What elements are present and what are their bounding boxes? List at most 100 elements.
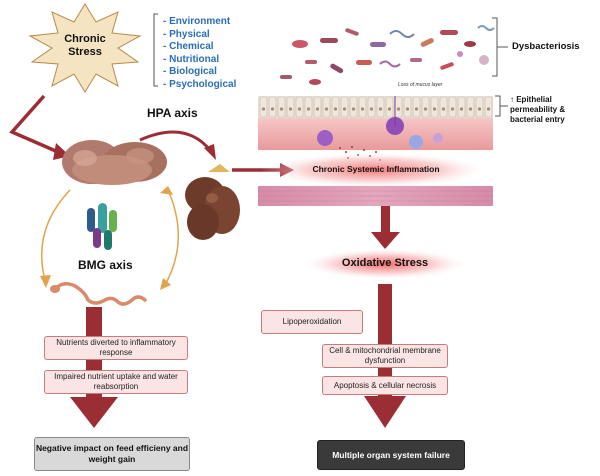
epithelial-cell [430, 96, 439, 118]
epithelial-cell [412, 96, 421, 118]
cell-nucleus [324, 107, 329, 111]
right-box-apoptosis: Apoptosis & cellular necrosis [322, 376, 448, 395]
stressor-item: - Psychological [163, 78, 237, 90]
epithelial-cell [367, 96, 376, 118]
epithelial-cell [439, 96, 448, 118]
cell-nucleus [378, 107, 383, 111]
stressor-item: - Nutritional [163, 53, 220, 65]
immune-cell-4 [433, 133, 443, 143]
cell-nucleus [486, 107, 491, 111]
adrenal-organ [185, 177, 240, 240]
stress-starburst [28, 3, 142, 93]
epithelial-cell [448, 96, 457, 118]
left-box-nutrients-diverted: Nutrients diverted to inflammatory respo… [44, 336, 188, 360]
cell-nucleus [261, 107, 266, 111]
cell-nucleus [270, 107, 275, 111]
bmg-axis-label: BMG axis [78, 258, 133, 272]
cell-nucleus [459, 107, 464, 111]
stressor-item: - Biological [163, 66, 217, 77]
mucus-loss-label: Loss of mucus layer [398, 82, 443, 88]
epithelial-cell [304, 96, 313, 118]
epithelial-cell [295, 96, 304, 118]
epithelial-cell [466, 96, 475, 118]
right-box-membrane-dysfunction: Cell & mitochondrial membrane dysfunctio… [322, 344, 448, 368]
right-arrow-head [364, 396, 406, 428]
cell-nucleus [441, 107, 446, 111]
epithelial-cell [313, 96, 322, 118]
epithelial-cell [322, 96, 331, 118]
cell-nucleus [477, 107, 482, 111]
epithelial-cell [331, 96, 340, 118]
stress-bracket [153, 13, 158, 87]
cell-nucleus [315, 107, 320, 111]
pituitary-gland [208, 164, 230, 172]
stressor-item: - Physical [163, 28, 210, 40]
epithelial-cell [457, 96, 466, 118]
epithelial-cell [421, 96, 430, 118]
right-arrow-shaft [378, 284, 392, 398]
epithelial-cell [259, 96, 268, 118]
cell-nucleus [351, 107, 356, 111]
arrow-inflammation-to-oxidative-shaft [381, 206, 390, 234]
cell-nucleus [396, 107, 401, 111]
stressor-list: - Environment - Physical - Chemical - Nu… [163, 16, 236, 91]
stressor-item: - Chemical [163, 41, 214, 52]
bracket-epithelium [495, 95, 501, 117]
epithelial-permeability-label: ↑ Epithelial permeability & bacterial en… [510, 95, 566, 124]
dysbacteriosis-label: Dysbacteriosis [512, 41, 580, 52]
cell-nucleus [387, 107, 392, 111]
stressor-item: - Environment [163, 16, 231, 27]
intestine [53, 282, 147, 306]
cell-nucleus [450, 107, 455, 111]
left-box-impaired-uptake: Impaired nutrient uptake and water reabs… [44, 370, 188, 394]
epithelial-cell [286, 96, 295, 118]
left-outcome-box: Negative impact on feed efficieny and we… [34, 437, 190, 471]
chronic-stress-label: Chronic Stress [64, 33, 106, 58]
epithelial-cell [340, 96, 349, 118]
epithelial-cell [349, 96, 358, 118]
epithelial-cells [259, 96, 493, 118]
cell-nucleus [297, 107, 302, 111]
arrow-inflammation-to-oxidative-head [371, 232, 400, 249]
cell-nucleus [333, 107, 338, 111]
epithelial-cell [394, 96, 403, 118]
arrow-hpa [139, 130, 212, 151]
right-box-lipoperoxidation: Lipoperoxidation [261, 310, 363, 334]
cell-nucleus [306, 107, 311, 111]
left-arrow-head [70, 397, 118, 428]
epithelial-cell [385, 96, 394, 118]
cell-nucleus [369, 107, 374, 111]
lamina-propria [258, 118, 493, 150]
bmg-cycle-left [40, 189, 71, 281]
hpa-axis-label: HPA axis [147, 106, 198, 120]
epithelial-cell [475, 96, 484, 118]
cell-nucleus [414, 107, 419, 111]
chronic-inflammation-label: Chronic Systemic Inflammation [312, 164, 440, 174]
epithelial-cell [268, 96, 277, 118]
bmg-cycle-right [164, 189, 180, 286]
epithelial-cell [376, 96, 385, 118]
bacteria-field [280, 25, 495, 85]
cell-nucleus [279, 107, 284, 111]
gut-tissue [62, 140, 167, 185]
cell-nucleus [468, 107, 473, 111]
cell-nucleus [360, 107, 365, 111]
oxidative-glow [300, 248, 470, 280]
muscle-striations [258, 190, 493, 202]
epithelial-cell [358, 96, 367, 118]
microbiota-cluster [87, 203, 117, 250]
oxidative-stress-label: Oxidative Stress [341, 257, 429, 269]
epithelial-cell [403, 96, 412, 118]
arrow-stress-to-gut [9, 94, 59, 154]
immune-cell-1 [317, 130, 333, 146]
epithelial-cell [277, 96, 286, 118]
inflammation-glow [260, 152, 490, 188]
cell-nucleus [288, 107, 293, 111]
epithelial-cell [484, 96, 493, 118]
right-outcome-box: Multiple organ system failure [317, 440, 465, 470]
immune-cell-3 [409, 135, 423, 149]
cell-nucleus [342, 107, 347, 111]
cell-nucleus [432, 107, 437, 111]
